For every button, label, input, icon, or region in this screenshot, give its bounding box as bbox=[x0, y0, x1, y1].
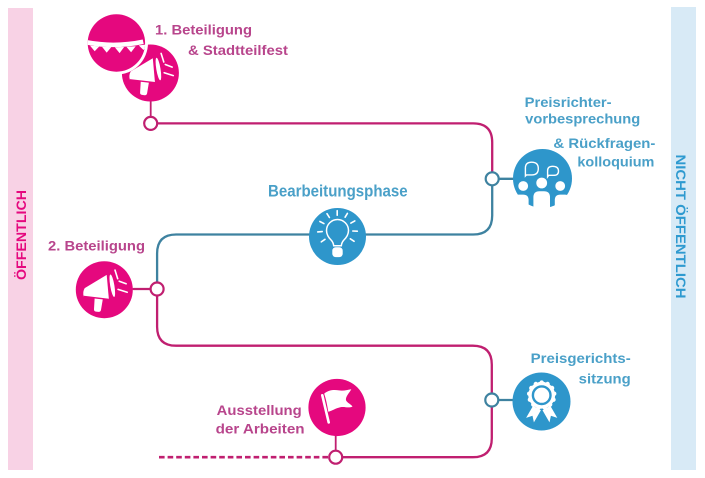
svg-text:vorbesprechung: vorbesprechung bbox=[525, 110, 640, 126]
svg-text:1. Beteiligung: 1. Beteiligung bbox=[155, 22, 252, 38]
svg-text:& Stadtteilfest: & Stadtteilfest bbox=[188, 42, 288, 58]
svg-text:der Arbeiten: der Arbeiten bbox=[216, 421, 305, 437]
svg-text:Preisgerichts-: Preisgerichts- bbox=[531, 350, 631, 366]
svg-text:Bearbeitungsphase: Bearbeitungsphase bbox=[268, 183, 408, 201]
svg-text:2. Beteiligung: 2. Beteiligung bbox=[48, 238, 145, 254]
svg-text:sitzung: sitzung bbox=[579, 370, 631, 386]
svg-text:ÖFFENTLICH: ÖFFENTLICH bbox=[13, 190, 29, 280]
svg-text:kolloquium: kolloquium bbox=[577, 153, 654, 169]
svg-text:NICHT ÖFFENTLICH: NICHT ÖFFENTLICH bbox=[673, 155, 689, 299]
svg-text:Preisrichter-: Preisrichter- bbox=[525, 94, 612, 110]
svg-text:& Rückfragen-: & Rückfragen- bbox=[553, 135, 655, 151]
svg-text:Ausstellung: Ausstellung bbox=[217, 402, 302, 418]
